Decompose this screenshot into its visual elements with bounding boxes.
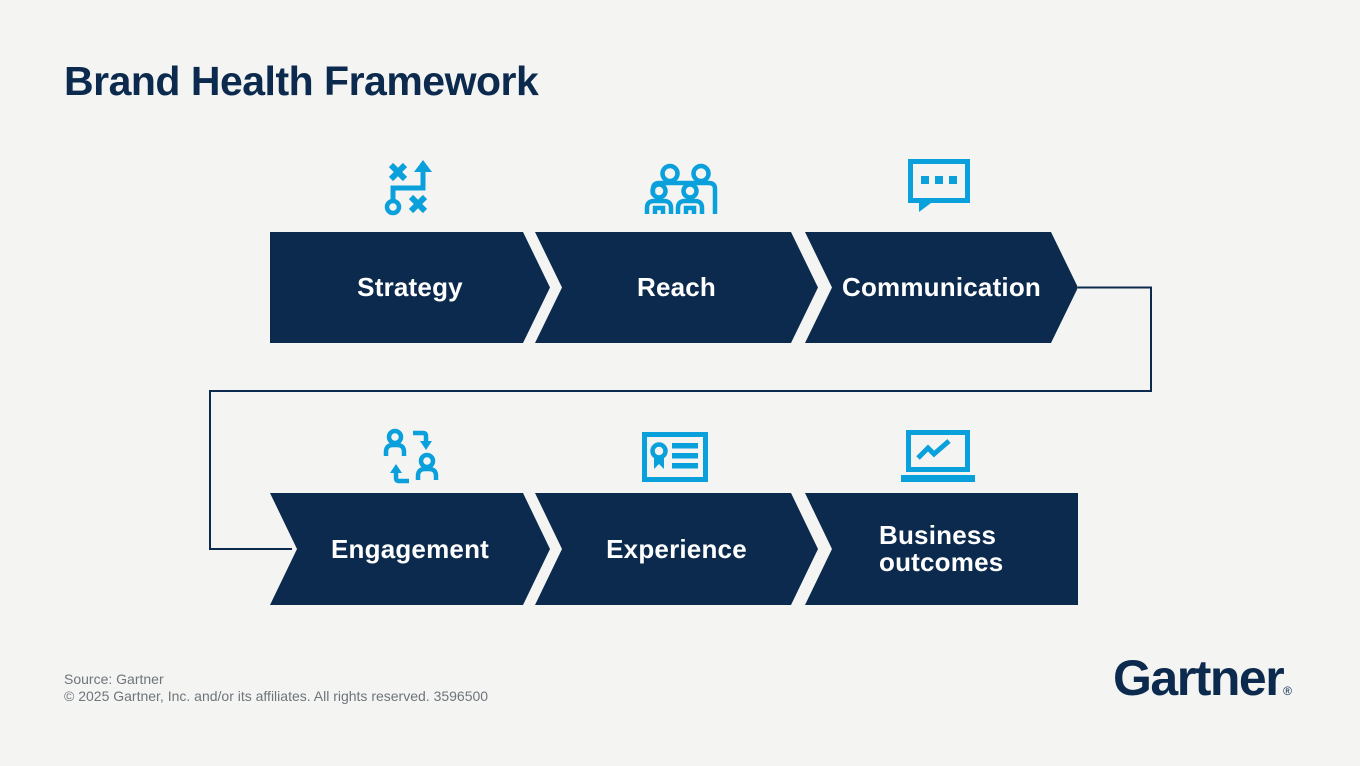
stage-communication: Communication — [805, 232, 1078, 343]
stage-label: Business outcomes — [879, 519, 1004, 577]
id-badge-icon — [642, 432, 708, 482]
speech-bubble-icon — [908, 159, 970, 212]
stage-business-outcomes: Business outcomes — [805, 493, 1078, 605]
stage-label: Reach — [636, 272, 717, 302]
stage-strategy: Strategy — [270, 232, 550, 343]
people-exchange-icon — [383, 428, 439, 484]
registered-trademark-symbol: ® — [1283, 684, 1292, 698]
stage-label: Experience — [606, 533, 747, 564]
laptop-chart-icon — [901, 430, 975, 482]
gartner-logo: Gartner® — [1113, 650, 1292, 706]
stage-reach: Reach — [535, 232, 818, 343]
stage-experience: Experience — [535, 493, 818, 605]
stage-label: Engagement — [330, 533, 490, 564]
page-title: Brand Health Framework — [64, 58, 539, 104]
stage-label: Strategy — [357, 272, 463, 302]
stage-engagement: Engagement — [270, 493, 550, 605]
footer: Source: Gartner © 2025 Gartner, Inc. and… — [64, 671, 488, 705]
stage-label: Communication — [841, 272, 1042, 302]
audience-group-icon — [644, 163, 718, 214]
source-note: Source: Gartner — [64, 671, 164, 687]
strategy-tactics-icon — [384, 160, 432, 216]
copyright-note: © 2025 Gartner, Inc. and/or its affiliat… — [64, 688, 489, 704]
